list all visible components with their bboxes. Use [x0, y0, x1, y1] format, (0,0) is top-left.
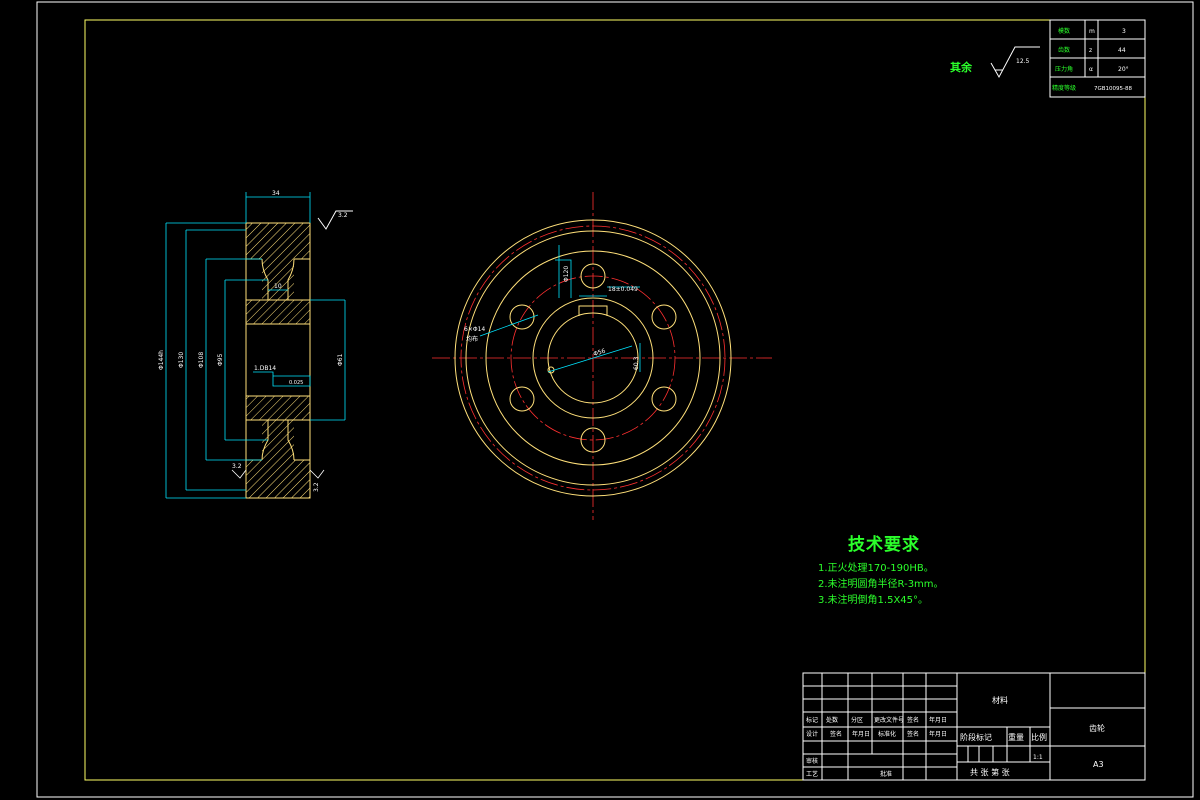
tb-scale-label: 比例 — [1031, 732, 1047, 742]
technical-requirements: 技术要求 1.正火处理170-190HB。 2.未注明圆角半径R-3mm。 3.… — [818, 530, 944, 609]
tb-weight-label: 重量 — [1008, 732, 1024, 742]
spec-val-angle: 20° — [1118, 66, 1129, 73]
tb-date: 年月日 — [929, 716, 947, 724]
sheet-outer-border — [36, 1, 1194, 798]
tb-mark: 标记 — [806, 716, 818, 724]
surface-other-label: 其余 — [950, 60, 973, 74]
tb-material: 材料 — [992, 695, 1008, 705]
drawing-frame — [84, 19, 1146, 781]
side-dim-3: Φ108 — [198, 352, 205, 368]
tb-design-sign: 签名 — [830, 730, 842, 738]
spec-label-module: 模数 — [1058, 27, 1070, 35]
spec-label-precision: 精度等级 — [1052, 84, 1076, 92]
side-roughness-value: 3.2 — [338, 212, 348, 219]
front-vert-dim: Φ120 — [563, 266, 570, 282]
spec-val-precision: 7GB10095-88 — [1094, 86, 1133, 92]
tech-req-title: 技术要求 — [848, 535, 920, 555]
side-dim-outer: Φ144h — [158, 350, 165, 370]
front-keyway-dim: 18±0.049 — [608, 286, 638, 293]
tb-stage-label: 阶段标记 — [960, 732, 992, 742]
spec-val-module: 3 — [1122, 28, 1126, 35]
title-block — [802, 672, 1146, 781]
side-r1: 3.2 — [232, 463, 242, 470]
tb-sheets: 共 张 第 张 — [970, 767, 1010, 777]
spec-label-teeth: 齿数 — [1058, 46, 1070, 54]
tb-zone: 分区 — [851, 716, 863, 724]
side-r2: 3.2 — [313, 482, 320, 492]
tech-req-item-3: 3.未注明倒角1.5X45°。 — [818, 595, 929, 606]
side-dim-10: 10 — [274, 283, 282, 290]
front-depth-dim: 60.3 — [633, 356, 640, 370]
surface-roughness-value: 12.5 — [1016, 58, 1030, 65]
tb-standard: 标准化 — [878, 730, 896, 738]
tb-review: 审核 — [806, 757, 818, 765]
front-hole-dim: 6×Φ14 — [464, 326, 485, 333]
side-tolerance-a: 1.DB14 — [254, 365, 276, 372]
side-dim-4: Φ95 — [217, 353, 224, 366]
front-hole-note: 均布 — [466, 335, 478, 343]
side-view: 34 3.2 10 1.DB14 0.025 3.2 3.2 Φ144h Φ13… — [158, 190, 353, 499]
side-width-dim: 34 — [272, 190, 280, 197]
tb-count: 处数 — [826, 716, 838, 724]
tb-change-doc: 更改文件号 — [874, 716, 904, 724]
side-dim-bore: Φ61 — [337, 353, 344, 366]
side-tolerance-b: 0.025 — [289, 380, 303, 386]
spec-sym-teeth: z — [1089, 47, 1092, 54]
tb-design: 设计 — [806, 730, 818, 738]
spec-table — [1049, 19, 1146, 98]
tb-scale: 1:1 — [1033, 754, 1043, 761]
tb-design-date: 年月日 — [852, 730, 870, 738]
tb-sign: 签名 — [907, 716, 919, 724]
tb-approve: 批准 — [880, 770, 892, 778]
tech-req-item-2: 2.未注明圆角半径R-3mm。 — [818, 579, 944, 590]
side-roughness-symbol — [317, 210, 353, 230]
roughness-symbol — [990, 46, 1040, 79]
tb-standard-sign: 签名 — [907, 730, 919, 738]
spec-label-angle: 压力角 — [1055, 65, 1073, 73]
tb-process: 工艺 — [806, 770, 818, 778]
tech-req-item-1: 1.正火处理170-190HB。 — [818, 563, 934, 574]
tb-standard-date: 年月日 — [929, 730, 947, 738]
tb-size: A3 — [1093, 760, 1104, 769]
front-view: Φ120 18±0.049 6×Φ14 均布 Φ56 60.3 — [432, 192, 772, 520]
spec-val-teeth: 44 — [1118, 47, 1126, 54]
tb-part-name: 齿轮 — [1089, 723, 1105, 733]
spec-sym-angle: α — [1089, 66, 1093, 73]
front-bore-dim: Φ56 — [593, 348, 607, 358]
side-dim-2: Φ130 — [178, 352, 185, 368]
spec-sym-module: m — [1089, 28, 1095, 35]
